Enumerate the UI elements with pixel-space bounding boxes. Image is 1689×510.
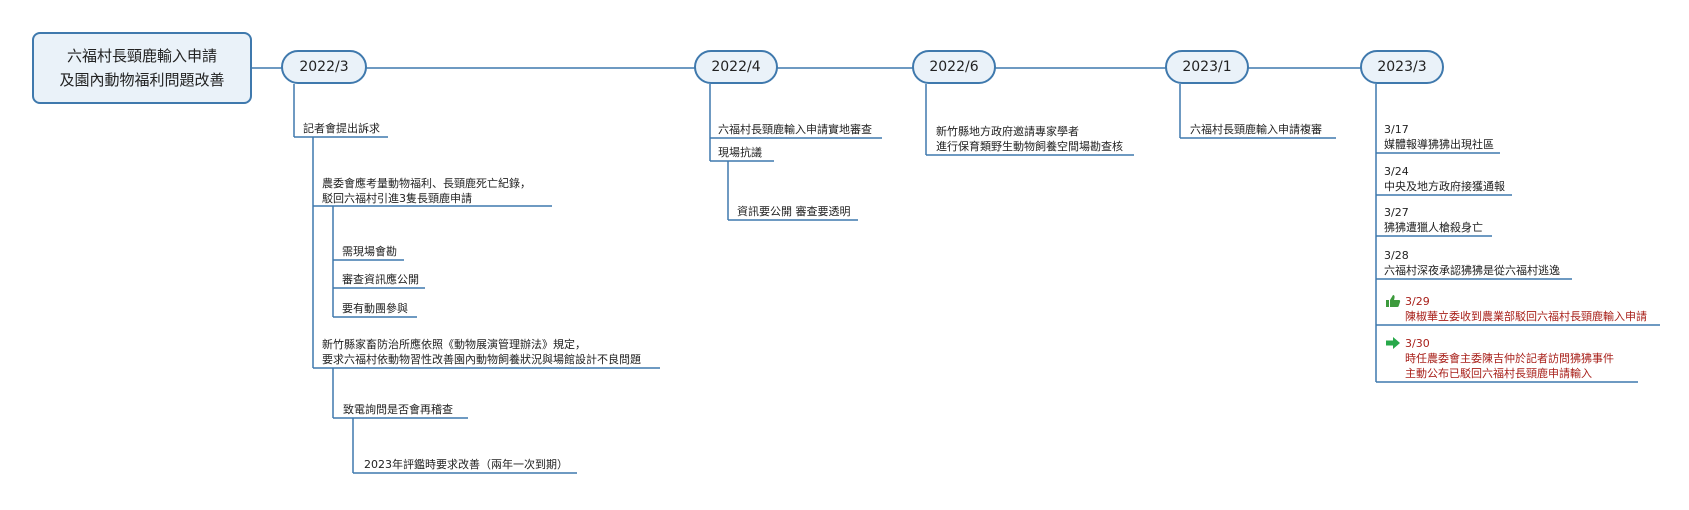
node-328-text[interactable]: 六福村深夜承認狒狒是從六福村逃逸 bbox=[1384, 264, 1560, 277]
thumbs-up-icon bbox=[1386, 295, 1401, 307]
node-press-conference[interactable]: 記者會提出訴求 bbox=[303, 122, 380, 135]
node-coa-line-1[interactable]: 農委會應考量動物福利、長頸鹿死亡紀錄， bbox=[322, 177, 531, 190]
milestone-2023-1[interactable]: 2023/1 bbox=[1165, 50, 1249, 84]
node-329-text[interactable]: 陳椒華立委收到農業部駁回六福村長頸鹿輸入申請 bbox=[1405, 310, 1647, 323]
milestone-date: 2023/3 bbox=[1377, 59, 1427, 75]
node-328-date[interactable]: 3/28 bbox=[1384, 249, 1409, 262]
milestone-2022-4[interactable]: 2022/4 bbox=[694, 50, 778, 84]
milestone-date: 2023/1 bbox=[1182, 59, 1232, 75]
node-330-text-line-1[interactable]: 時任農委會主委陳吉仲於記者訪問狒狒事件 bbox=[1405, 352, 1614, 365]
root-topic[interactable]: 六福村長頸鹿輸入申請 及園內動物福利問題改善 bbox=[32, 32, 252, 104]
milestone-2022-3[interactable]: 2022/3 bbox=[281, 50, 367, 84]
node-327-date[interactable]: 3/27 bbox=[1384, 206, 1409, 219]
node-expert-inspection-line-1[interactable]: 新竹縣地方政府邀請專家學者 bbox=[936, 125, 1079, 138]
node-2023-evaluation[interactable]: 2023年評鑑時要求改善（兩年一次到期） bbox=[364, 458, 568, 471]
node-317-date[interactable]: 3/17 bbox=[1384, 123, 1409, 136]
milestone-2023-3[interactable]: 2023/3 bbox=[1360, 50, 1444, 84]
node-site-review[interactable]: 六福村長頸鹿輸入申請實地審查 bbox=[718, 123, 872, 136]
node-329-date[interactable]: 3/29 bbox=[1405, 295, 1430, 308]
right-arrow-icon bbox=[1386, 337, 1400, 349]
node-info-public[interactable]: 審查資訊應公開 bbox=[342, 273, 419, 286]
node-330-date[interactable]: 3/30 bbox=[1405, 337, 1430, 350]
node-expert-inspection-line-2[interactable]: 進行保育類野生動物飼養空間場勘查核 bbox=[936, 140, 1123, 153]
milestone-date: 2022/4 bbox=[711, 59, 761, 75]
node-phone-inquiry[interactable]: 致電詢問是否會再稽查 bbox=[343, 403, 453, 416]
node-327-text[interactable]: 狒狒遭獵人槍殺身亡 bbox=[1384, 221, 1483, 234]
node-324-text[interactable]: 中央及地方政府接獲通報 bbox=[1384, 180, 1505, 193]
milestone-2022-6[interactable]: 2022/6 bbox=[912, 50, 996, 84]
node-317-text[interactable]: 媒體報導狒狒出現社區 bbox=[1384, 138, 1494, 151]
node-transparency[interactable]: 資訊要公開 審查要透明 bbox=[737, 205, 851, 218]
root-title-line-1: 六福村長頸鹿輸入申請 bbox=[66, 47, 217, 65]
node-hsinchu-line-2[interactable]: 要求六福村依動物習性改善園內動物飼養狀況與場館設計不良問題 bbox=[322, 353, 641, 366]
milestone-date: 2022/6 bbox=[929, 59, 979, 75]
node-330-text-line-2[interactable]: 主動公布已駁回六福村長頸鹿申請輸入 bbox=[1405, 367, 1592, 380]
node-need-site-visit[interactable]: 需現場會勘 bbox=[342, 245, 397, 258]
node-coa-line-2[interactable]: 駁回六福村引進3隻長頸鹿申請 bbox=[322, 192, 472, 205]
milestone-date: 2022/3 bbox=[299, 59, 349, 75]
node-protest[interactable]: 現場抗議 bbox=[718, 146, 762, 159]
node-reexamination[interactable]: 六福村長頸鹿輸入申請複審 bbox=[1190, 123, 1322, 136]
node-ngo-participate[interactable]: 要有動團參與 bbox=[342, 302, 408, 315]
node-hsinchu-line-1[interactable]: 新竹縣家畜防治所應依照《動物展演管理辦法》規定， bbox=[322, 338, 586, 351]
node-324-date[interactable]: 3/24 bbox=[1384, 165, 1409, 178]
root-title-line-2: 及園內動物福利問題改善 bbox=[59, 71, 225, 89]
